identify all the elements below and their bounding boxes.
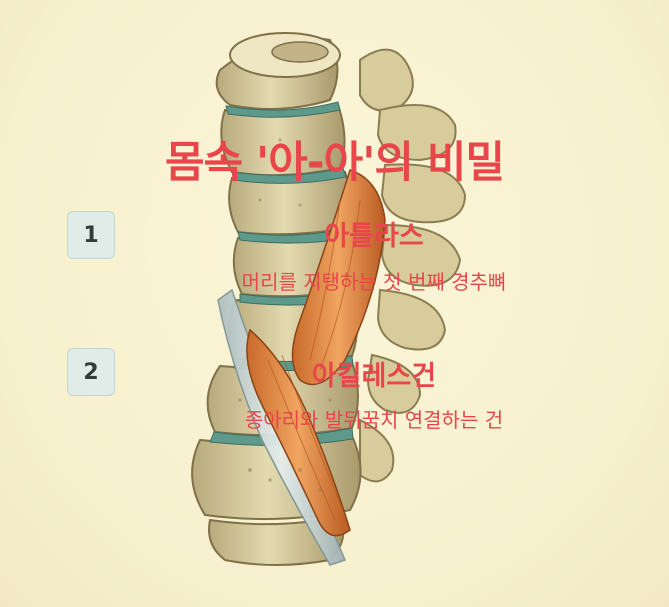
spinous-processes <box>359 48 467 483</box>
muscle-upper <box>291 169 386 386</box>
item-2-description: 종아리와 발뒤꿈치 연결하는 건 <box>244 408 504 432</box>
item-2-name: 아킬레스건 <box>311 361 437 392</box>
number-badge-1: 1 <box>67 211 115 259</box>
muscle-lower <box>246 328 351 537</box>
item-1-description: 머리를 지탱하는 첫 번째 경추뼈 <box>241 270 507 294</box>
number-badge-2: 2 <box>67 348 115 396</box>
item-1-name: 아틀라스 <box>324 221 424 252</box>
slide-title: 몸속 '아-아'의 비밀 <box>164 138 505 188</box>
